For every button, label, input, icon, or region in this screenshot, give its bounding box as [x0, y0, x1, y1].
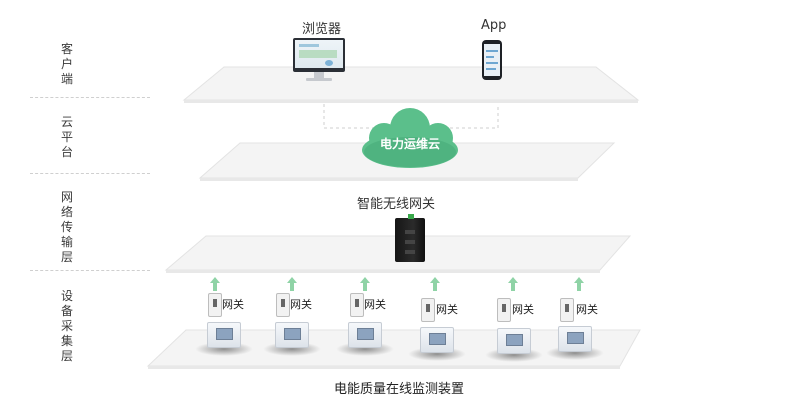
- small-gateway-label: 网关: [512, 303, 534, 316]
- power-quality-meter-icon: [420, 327, 454, 353]
- up-arrow-icon: [574, 277, 584, 291]
- power-quality-meter-icon: [558, 326, 592, 352]
- power-quality-meter-icon: [207, 322, 241, 348]
- power-quality-meter-icon: [497, 328, 531, 354]
- small-gateway-icon: [350, 293, 364, 317]
- power-quality-meter-icon: [275, 322, 309, 348]
- cloud-icon: [362, 108, 458, 168]
- monitor-base: [306, 78, 332, 81]
- layer-label-client: 客户端: [60, 42, 73, 86]
- power-quality-meter-icon: [348, 322, 382, 348]
- small-gateway-label: 网关: [364, 298, 386, 311]
- separator-cloud-network: [30, 173, 150, 174]
- layer-label-cloud: 云平台: [60, 115, 73, 159]
- separator-client-cloud: [30, 97, 150, 98]
- small-gateway-icon: [208, 293, 222, 317]
- up-arrow-icon: [210, 277, 220, 291]
- plate-client: [182, 66, 640, 101]
- small-gateway-icon: [497, 298, 511, 322]
- separator-network-device: [30, 270, 150, 271]
- gateway-title: 智能无线网关: [357, 197, 436, 212]
- layer-label-device: 设备采集层: [60, 289, 73, 363]
- up-arrow-icon: [360, 277, 370, 291]
- browser-label: 浏览器: [302, 22, 342, 37]
- gateway-device-icon: [395, 214, 425, 262]
- phone-icon: [482, 40, 502, 80]
- up-arrow-icon: [287, 277, 297, 291]
- small-gateway-label: 网关: [222, 298, 244, 311]
- up-arrow-icon: [508, 277, 518, 291]
- small-gateway-icon: [421, 298, 435, 322]
- up-arrow-icon: [430, 277, 440, 291]
- small-gateway-label: 网关: [576, 303, 598, 316]
- app-label: App: [481, 18, 507, 33]
- small-gateway-label: 网关: [436, 303, 458, 316]
- layer-label-network: 网络传输层: [60, 190, 73, 264]
- small-gateway-label: 网关: [290, 298, 312, 311]
- monitor-stand: [314, 72, 324, 78]
- small-gateway-icon: [276, 293, 290, 317]
- monitor-icon: [293, 38, 345, 72]
- cloud-name: 电力运维云: [379, 137, 440, 151]
- device-caption: 电能质量在线监测装置: [333, 382, 464, 397]
- small-gateway-icon: [560, 298, 574, 322]
